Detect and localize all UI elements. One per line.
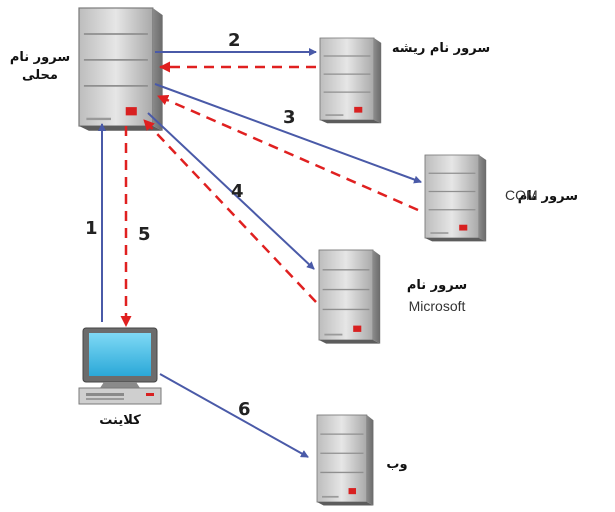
response-arrows	[120, 61, 419, 327]
client-label: کلاینت	[99, 413, 141, 428]
step-3-label: 3	[283, 107, 296, 128]
client-computer-icon	[78, 327, 162, 405]
root-server-label: سرور نام ریشه	[392, 41, 490, 56]
arrow-step-4	[147, 112, 315, 270]
request-arrows	[98, 48, 422, 458]
local-server-label-line2: محلی	[22, 68, 58, 83]
response-from-com	[157, 94, 419, 212]
local-server-label-line1: سرور نام	[10, 50, 70, 65]
com-server-label-latin: COM	[505, 187, 538, 203]
microsoft-server-label-fa: سرور نام	[407, 278, 467, 293]
com-server-label-fa: سرور نام	[518, 189, 578, 204]
arrow-step-6	[159, 373, 309, 458]
arrow-step-3	[154, 83, 422, 184]
com-name-server	[424, 154, 487, 242]
response-from-microsoft	[143, 119, 317, 303]
root-name-server	[319, 37, 382, 124]
local-name-server	[78, 7, 164, 132]
microsoft-name-server	[318, 249, 381, 345]
web-server	[316, 414, 375, 507]
microsoft-server-label-latin: Microsoft	[409, 298, 466, 314]
step-1-label: 1	[85, 218, 98, 239]
web-server-label: وب	[386, 457, 407, 472]
step-6-label: 6	[238, 399, 251, 420]
step-2-label: 2	[228, 30, 241, 51]
step-4-label: 4	[231, 181, 244, 202]
step-5-label: 5	[138, 224, 151, 245]
